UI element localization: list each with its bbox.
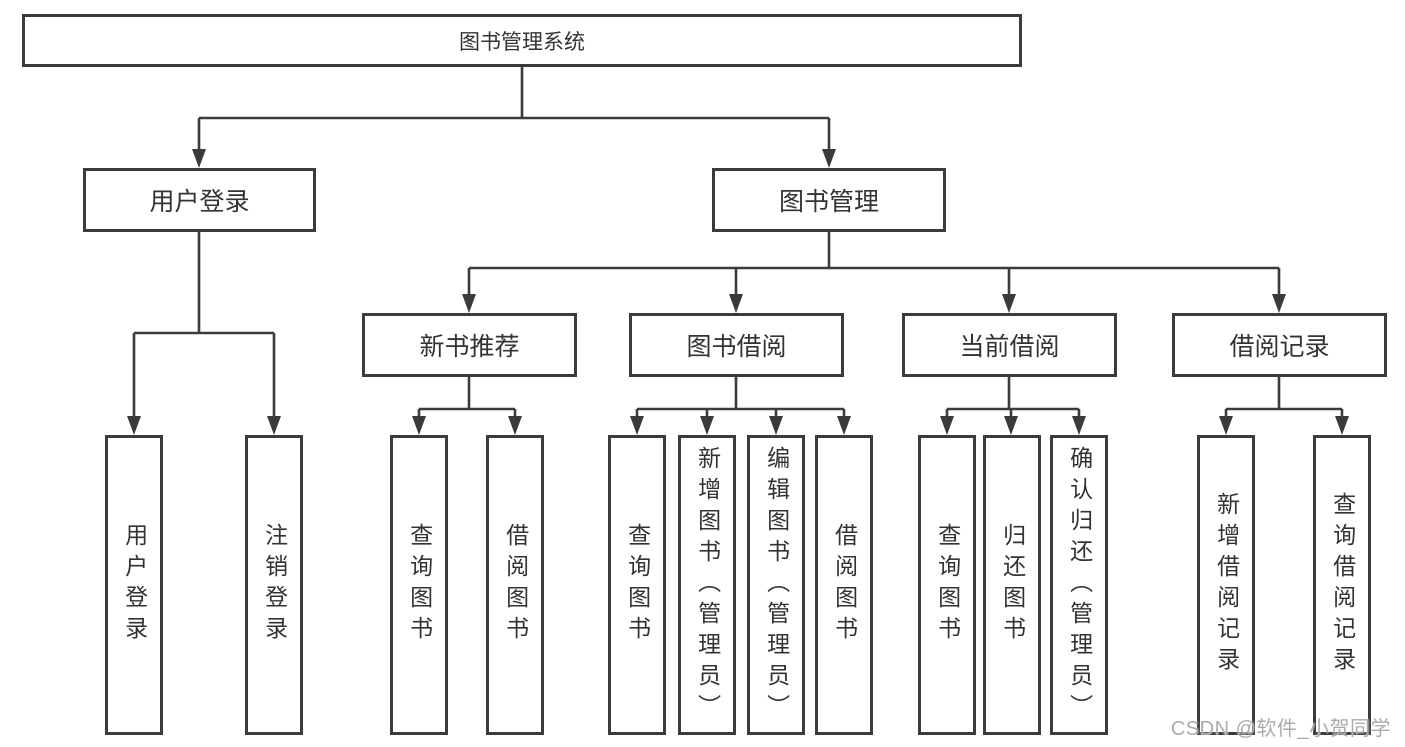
node-current-borrow: 当前借阅 — [902, 313, 1117, 377]
leaf-label: 借阅图书 — [831, 523, 858, 647]
leaf-edit-books-admin: 编辑图书（管理员） — [747, 435, 805, 735]
leaf-label: 查询图书 — [934, 523, 961, 647]
leaf-logout: 注销登录 — [245, 435, 303, 735]
node-book-management: 图书管理 — [712, 168, 946, 232]
node-borrow-records: 借阅记录 — [1172, 313, 1387, 377]
leaf-query-books-current: 查询图书 — [918, 435, 976, 735]
leaf-label: 借阅图书 — [502, 523, 529, 647]
csdn-watermark: CSDN @软件_小贺同学 — [1170, 718, 1391, 740]
node-root: 图书管理系统 — [22, 14, 1022, 67]
leaf-query-books-borrow: 查询图书 — [608, 435, 666, 735]
leaf-confirm-return-admin: 确认归还（管理员） — [1050, 435, 1108, 735]
leaf-add-borrow-record: 新增借阅记录 — [1197, 435, 1255, 735]
arrowheads — [127, 149, 1349, 435]
leaf-user-login: 用户登录 — [105, 435, 163, 735]
leaf-label: 归还图书 — [999, 523, 1026, 647]
leaf-label: 确认归还（管理员） — [1066, 445, 1093, 725]
leaf-label: 编辑图书（管理员） — [763, 445, 790, 725]
leaf-label: 查询借阅记录 — [1329, 492, 1356, 678]
leaf-label: 查询图书 — [624, 523, 651, 647]
node-book-borrow: 图书借阅 — [629, 313, 844, 377]
node-user-login: 用户登录 — [83, 168, 316, 232]
leaf-label: 新增借阅记录 — [1213, 492, 1240, 678]
leaf-add-books-admin: 新增图书（管理员） — [678, 435, 736, 735]
leaf-query-borrow-record: 查询借阅记录 — [1313, 435, 1371, 735]
leaf-label: 查询图书 — [406, 523, 433, 647]
leaf-query-books-recommend: 查询图书 — [390, 435, 448, 735]
leaf-label: 注销登录 — [261, 523, 288, 647]
leaf-label: 用户登录 — [121, 523, 148, 647]
leaf-label: 新增图书（管理员） — [694, 445, 721, 725]
leaf-borrow-books-recommend: 借阅图书 — [486, 435, 544, 735]
node-new-book-recommend: 新书推荐 — [362, 313, 577, 377]
leaf-return-books: 归还图书 — [983, 435, 1041, 735]
leaf-borrow-books: 借阅图书 — [815, 435, 873, 735]
